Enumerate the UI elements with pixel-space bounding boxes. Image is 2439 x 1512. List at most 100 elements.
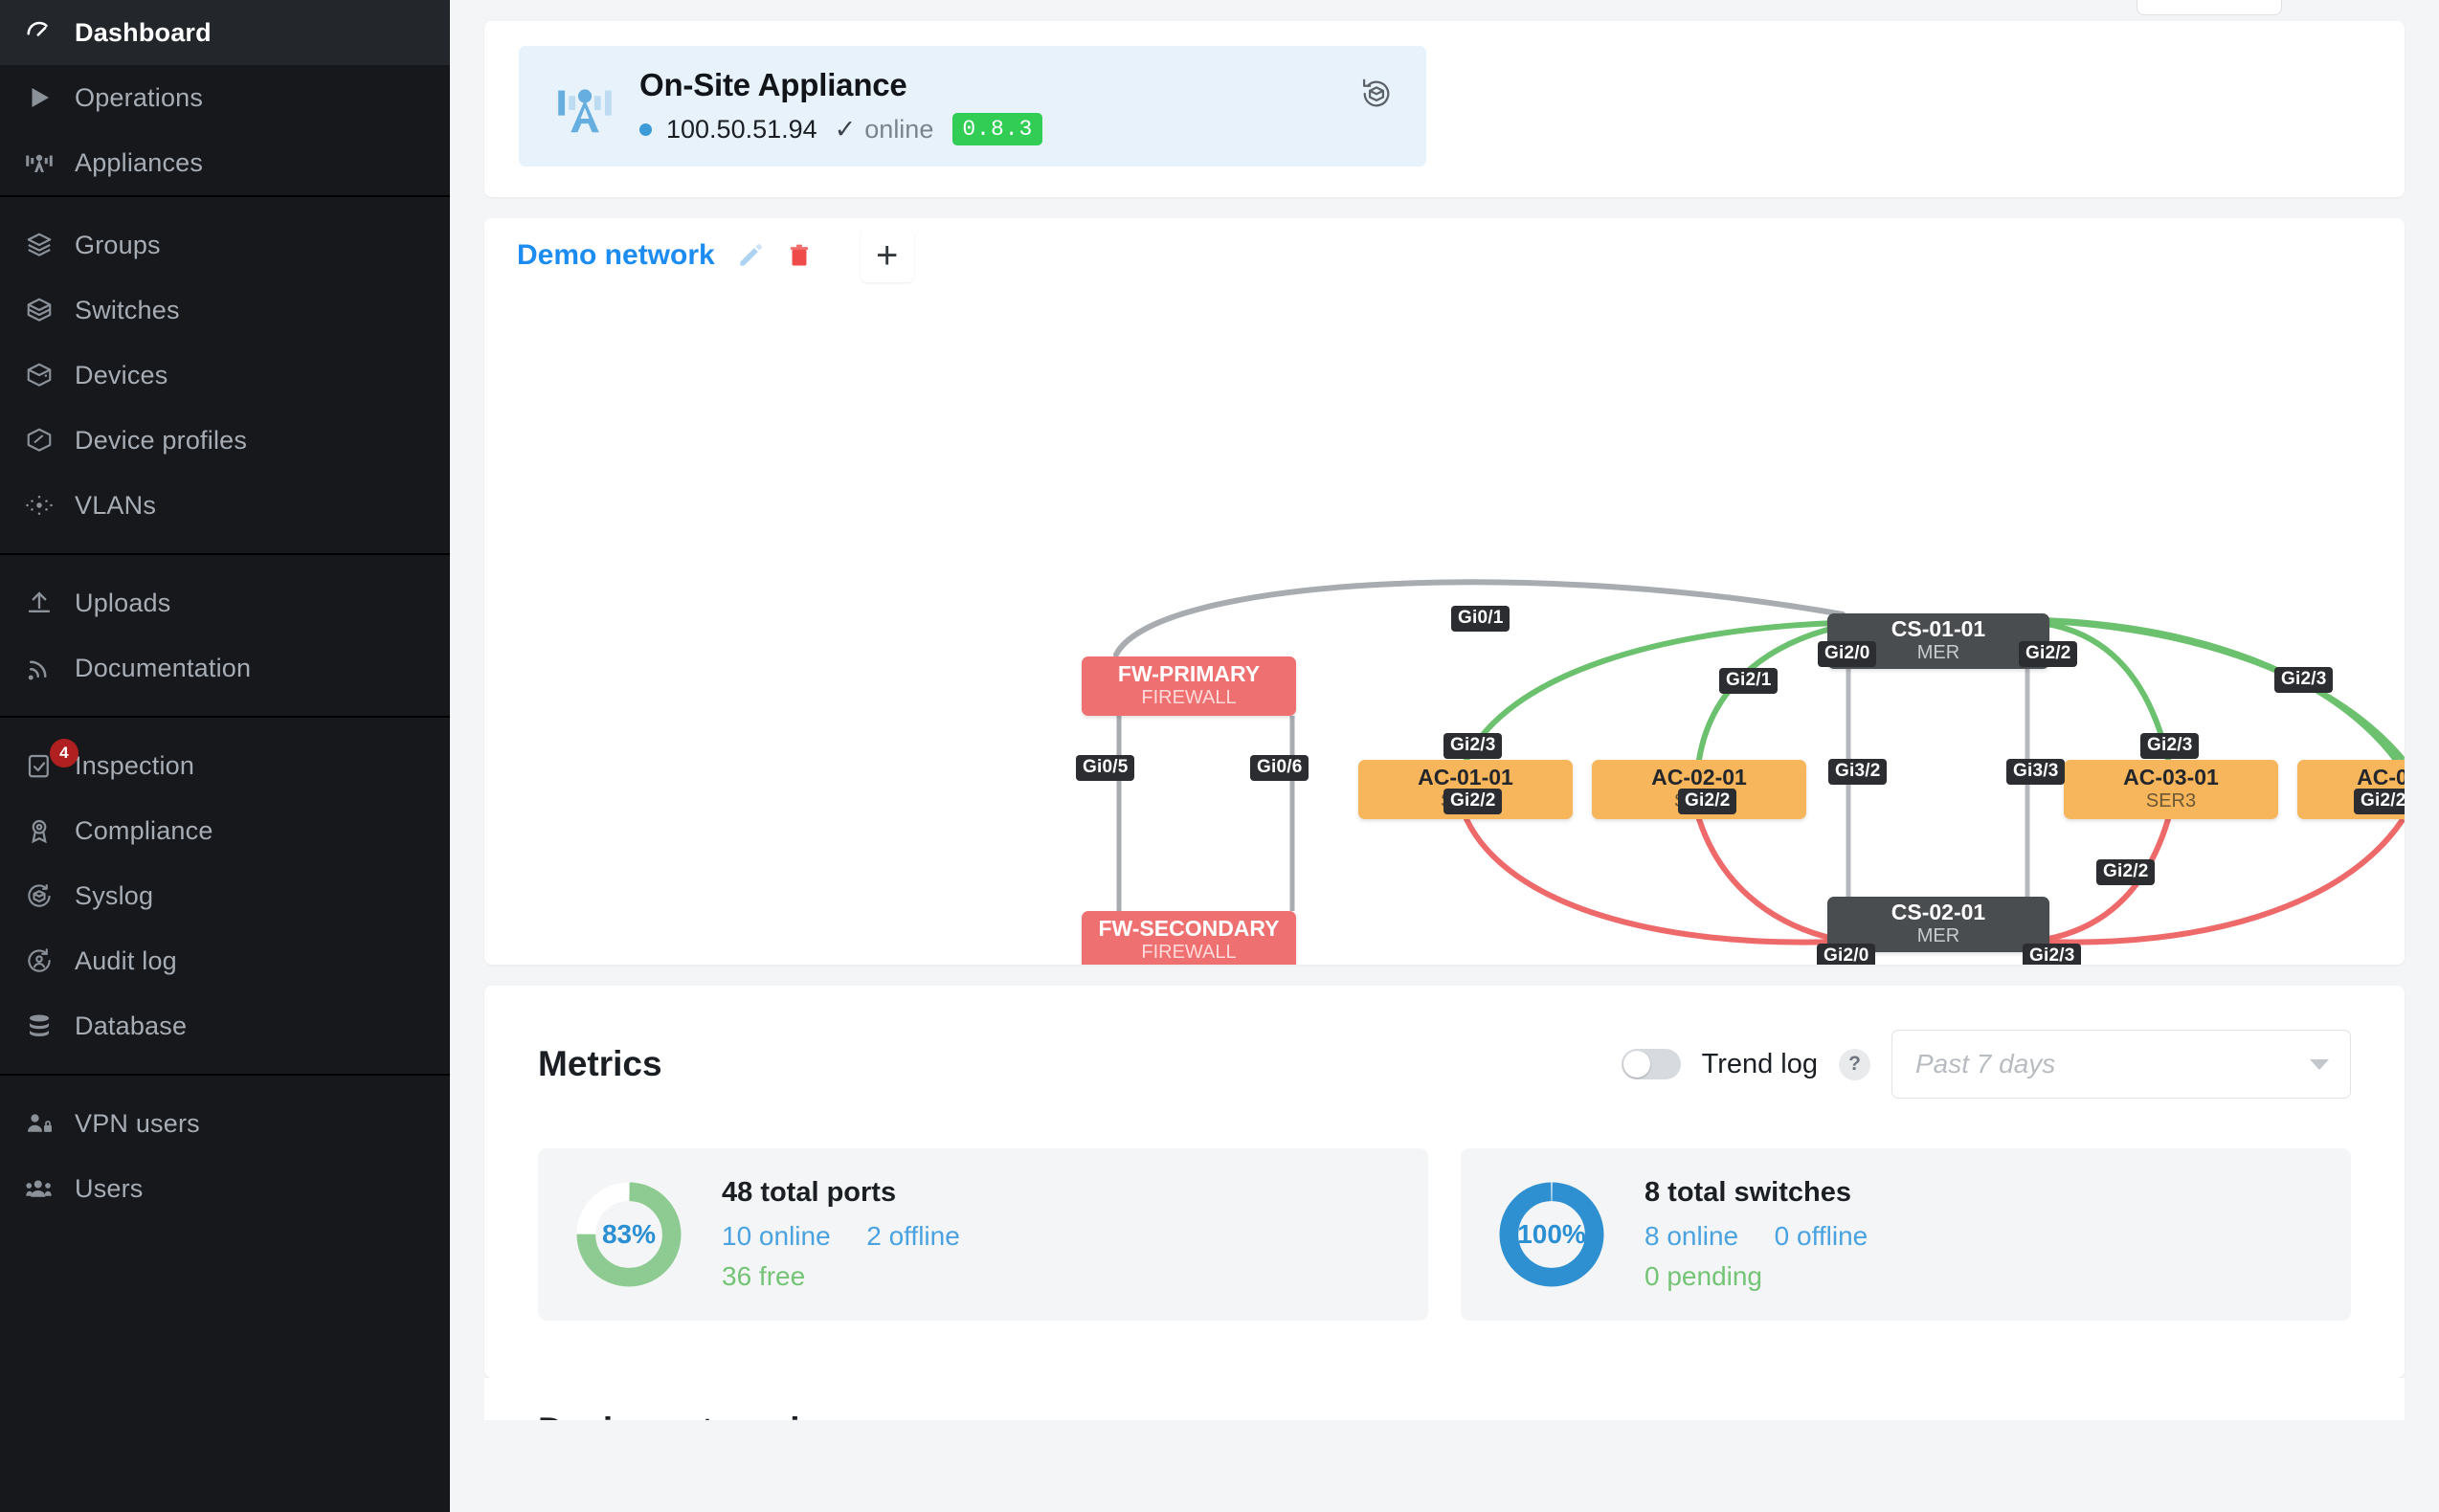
node-subtitle: SER3 [2145, 790, 2197, 812]
topology-node-cs-02-01[interactable]: CS-02-01 MER [1827, 897, 2049, 952]
appliance-title: On-Site Appliance [639, 67, 907, 102]
top-strip [450, 0, 2439, 21]
switch-box-icon [25, 296, 75, 324]
sidebar-item-label: Dashboard [75, 17, 212, 47]
sidebar-item-users[interactable]: Users [0, 1156, 450, 1221]
device-box-icon [25, 361, 75, 389]
sidebar-item-inspection[interactable]: 4 Inspection [0, 733, 450, 798]
metric-card-switches[interactable]: 100% 8 total switches 8 online 0 offline… [1461, 1148, 2351, 1321]
sidebar-item-compliance[interactable]: Compliance [0, 798, 450, 863]
audit-user-refresh-icon [25, 946, 75, 975]
node-name: FW-SECONDARY [1098, 915, 1280, 941]
date-range-value: Past 7 days [1915, 1049, 2056, 1078]
sidebar-item-operations[interactable]: Operations [0, 65, 450, 130]
appliance-status-row: 100.50.51.94 ✓ online 0.8.3 [639, 113, 1043, 145]
sidebar-group-users: VPN users Users [0, 1074, 450, 1221]
sidebar-item-uploads[interactable]: Uploads [0, 570, 450, 635]
sidebar-item-documentation[interactable]: Documentation [0, 635, 450, 700]
sidebar: Dashboard Operations Appliances [0, 0, 450, 1512]
top-right-action-button[interactable] [2137, 0, 2282, 15]
sidebar-item-label: VPN users [75, 1108, 200, 1138]
trash-icon[interactable] [786, 242, 813, 269]
port-label: Gi2/3 [1443, 733, 1503, 759]
ports-donut-percent: 83% [601, 1219, 657, 1249]
sidebar-item-label: Groups [75, 230, 161, 259]
clipboard-check-icon: 4 [25, 739, 78, 780]
sidebar-item-device-profiles[interactable]: Device profiles [0, 408, 450, 473]
pencil-icon[interactable] [736, 241, 765, 270]
port-label: Gi2/0 [1817, 944, 1876, 965]
topology-tabbar: Demo network [484, 218, 2405, 293]
node-name: AC-04-01 [2357, 764, 2405, 789]
port-label: Gi2/1 [1719, 668, 1779, 694]
appliance-info: On-Site Appliance 100.50.51.94 ✓ online … [639, 67, 1043, 145]
tab-label[interactable]: Demo network [517, 239, 715, 271]
metrics-controls: Trend log ? Past 7 days [1621, 1030, 2351, 1099]
sidebar-item-vlans[interactable]: VLANs [0, 473, 450, 538]
play-icon [25, 83, 75, 112]
add-tab-button[interactable]: + [860, 229, 914, 282]
sidebar-item-vpn-users[interactable]: VPN users [0, 1091, 450, 1156]
sidebar-item-label: Switches [75, 295, 180, 324]
sidebar-item-devices[interactable]: Devices [0, 343, 450, 408]
donut-svg [1499, 1182, 1604, 1287]
vlan-icon [25, 491, 75, 520]
main-content: On-Site Appliance 100.50.51.94 ✓ online … [450, 0, 2439, 1512]
sidebar-item-label: Audit log [75, 945, 177, 975]
help-icon[interactable]: ? [1839, 1048, 1870, 1080]
sidebar-item-appliances[interactable]: Appliances [0, 130, 450, 195]
sidebar-item-label: Devices [75, 360, 168, 389]
topology-node-ac-03-01[interactable]: AC-03-01 SER3 [2064, 760, 2278, 819]
topology-node-fw-primary[interactable]: FW-PRIMARY FIREWALL [1082, 656, 1296, 716]
refresh-box-icon[interactable] [1359, 77, 1394, 116]
sidebar-item-groups[interactable]: Groups [0, 212, 450, 278]
port-label: Gi2/2 [1443, 789, 1503, 814]
metric-card-ports[interactable]: 83% 48 total ports 10 online 2 offline 3… [538, 1148, 1428, 1400]
port-label: Gi2/3 [2274, 667, 2334, 693]
device-categories-title: Device categories [484, 1378, 2405, 1420]
node-subtitle: FIREWALL [1141, 942, 1237, 964]
switches-metric-body: 8 total switches 8 online 0 offline 0 pe… [1645, 1177, 1868, 1292]
sidebar-item-label: Users [75, 1173, 144, 1203]
sidebar-group-inventory: Groups Switches Devices [0, 195, 450, 553]
sidebar-item-switches[interactable]: Switches [0, 278, 450, 343]
sidebar-group-main: Dashboard Operations Appliances [0, 0, 450, 195]
chevron-down-icon [2310, 1058, 2329, 1070]
sidebar-item-dashboard[interactable]: Dashboard [0, 0, 450, 65]
node-subtitle: MER [1916, 642, 1960, 664]
node-subtitle: FIREWALL [1141, 687, 1237, 709]
ports-offline: 2 offline [866, 1221, 960, 1251]
database-icon [25, 1012, 75, 1040]
layers-box-icon [25, 231, 75, 259]
toggle-knob [1622, 1051, 1650, 1078]
appliance-panel[interactable]: On-Site Appliance 100.50.51.94 ✓ online … [519, 46, 1426, 167]
sidebar-item-label: Uploads [75, 588, 171, 617]
switches-status-line: 8 online 0 offline [1645, 1221, 1868, 1252]
topology-card: Demo network [484, 218, 2405, 965]
switches-offline: 0 offline [1774, 1221, 1868, 1251]
port-label: Gi0/6 [1250, 755, 1309, 781]
inspection-badge: 4 [50, 739, 78, 767]
version-badge: 0.8.3 [952, 113, 1043, 145]
users-icon [25, 1174, 75, 1203]
antenna-icon [25, 148, 75, 177]
sidebar-item-label: Documentation [75, 653, 252, 682]
port-label: Gi2/3 [2023, 944, 2082, 965]
topology-node-fw-secondary[interactable]: FW-SECONDARY FIREWALL [1082, 911, 1296, 965]
ports-donut-chart: 83% [572, 1178, 685, 1400]
profile-box-icon [25, 426, 75, 455]
date-range-select[interactable]: Past 7 days [1891, 1030, 2351, 1099]
port-label: Gi2/2 [2019, 641, 2078, 667]
tab-demo-network[interactable]: Demo network [484, 218, 839, 293]
appliance-ip: 100.50.51.94 [666, 114, 817, 144]
trend-log-toggle[interactable] [1621, 1049, 1681, 1079]
award-icon [25, 816, 75, 845]
page-title: Metrics [538, 1044, 662, 1083]
topology-canvas[interactable]: FW-PRIMARY FIREWALL FW-SECONDARY FIREWAL… [484, 293, 2405, 965]
sidebar-item-database[interactable]: Database [0, 993, 450, 1058]
sidebar-item-audit-log[interactable]: Audit log [0, 928, 450, 993]
sidebar-item-syslog[interactable]: Syslog [0, 863, 450, 928]
port-label: Gi0/5 [1076, 755, 1135, 781]
metrics-header: Metrics Trend log ? Past 7 days [538, 1030, 2351, 1099]
